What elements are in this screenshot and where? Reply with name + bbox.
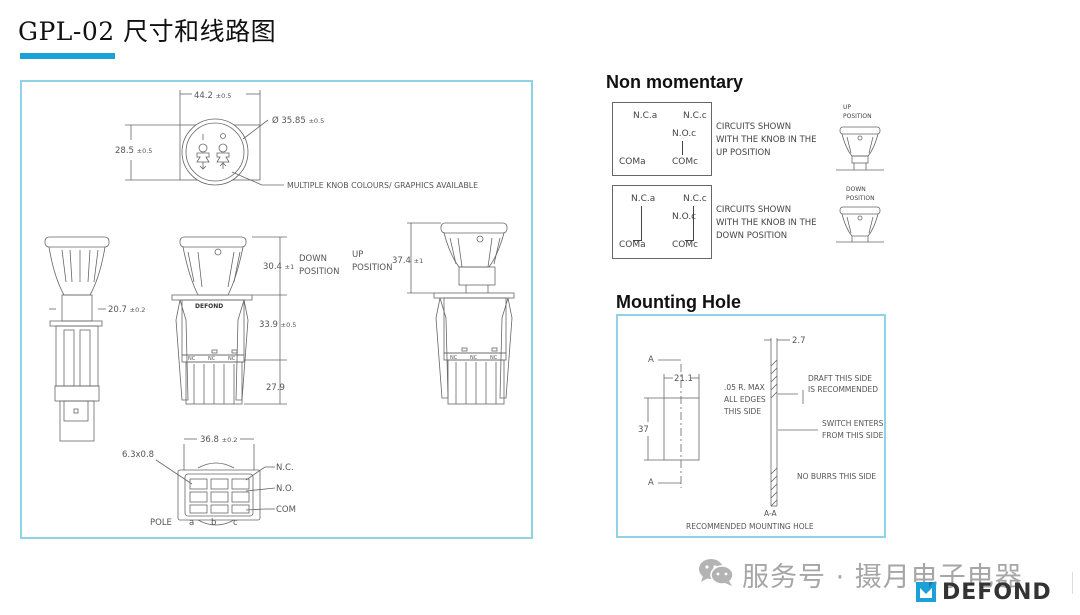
draft-note-2: IS RECOMMENDED [808,385,878,394]
side-view [44,236,110,442]
wechat-icon [699,559,734,586]
front-terminal-label: NC [188,356,196,362]
circuit-diagram-down: N.C.a N.C.c N.O.c COMa COMc [612,185,712,259]
circuit-diagram-up: N.C.a N.C.c N.O.c COMa COMc [612,102,712,176]
terminal-height-dim: 27.9 [266,383,285,393]
edge-divider [1072,572,1073,594]
page-title: GPL-02 尺寸和线路图 [18,17,277,46]
pole-label: POLE [150,518,172,528]
row-label-com: COM [276,505,296,515]
hole-width-dim: 21.1 [674,374,693,384]
side-width-dim: 20.7 ±0.2 [108,305,145,315]
burr-note: NO BURRS THIS SIDE [797,472,876,481]
enter-note-2: FROM THIS SIDE [822,431,884,440]
up-position-label-2: POSITION [352,263,392,273]
front-brand-mark: DEFOND [195,303,223,310]
up-position-caption: UP POSITION [843,104,872,120]
up-terminal-label: NC [490,355,498,361]
hole-height-dim: 37 [638,425,649,435]
non-momentary-title: Non momentary [606,72,744,92]
watermark-text: 服务号 · 摄月电子电器 [742,562,1023,593]
section-label: A-A [764,509,778,518]
label-nca: N.C.a [631,194,656,204]
pole-b: b [211,518,216,528]
dimension-drawing: 44.2 ±0.5 28.5 ±0.5 Ø 35.85 ±0.5 MULTIPL… [44,90,515,528]
label-coma: COMa [619,240,646,250]
up-terminal-label: NC [450,355,458,361]
section-marker-bottom: A [648,478,654,488]
contact-line-a [641,206,642,240]
defond-logo-mark-icon [916,582,936,602]
section-marker-top: A [648,355,654,365]
mounting-caption: RECOMMENDED MOUNTING HOLE [686,522,814,531]
dimension-drawing-panel: 44.2 ±0.5 28.5 ±0.5 Ø 35.85 ±0.5 MULTIPL… [20,80,533,539]
up-position-view [407,222,515,405]
contact-line-a-base [633,240,642,241]
edge-note-1: .05 R. MAX [724,383,765,392]
contact-line-c-base [685,240,694,241]
label-ncc: N.C.c [683,111,707,121]
edge-note-2: ALL EDGES [724,395,766,404]
thickness-dim: 2.7 [792,336,806,346]
pole-c: c [233,518,238,528]
front-terminal-label: NC [228,356,236,362]
up-terminal-label: NC [470,355,478,361]
circuit-note-down: CIRCUITS SHOWN WITH THE KNOB IN THE DOWN… [716,205,817,241]
label-nca: N.C.a [633,111,658,121]
knob-down-icon [836,206,884,243]
diameter-dim: Ø 35.85 ±0.5 [272,115,324,126]
title-underline [20,53,115,59]
body-height-dim: 33.9 ±0.5 [259,320,296,330]
knob-note: MULTIPLE KNOB COLOURS/ GRAPHICS AVAILABL… [287,181,478,190]
brand-name: DEFOND [942,579,1052,605]
mounting-hole-drawing: A A 21.1 37 2.7 .05 R. MAX ALL EDGES THI… [638,336,884,531]
mounting-hole-title: Mounting Hole [616,292,741,312]
knob-up-icon [836,126,884,171]
top-width-dim: 44.2 ±0.5 [194,91,231,101]
contact-line-c [693,206,694,240]
front-terminal-label: NC [208,356,216,362]
label-noc: N.O.c [672,129,697,139]
knob-height-dim: 30.4 ±1 [263,262,294,272]
label-noc: N.O.c [672,212,697,222]
down-position-label-1: DOWN [299,254,327,264]
label-comc: COMc [672,240,699,250]
row-label-nc: N.C. [276,463,294,473]
defond-logo: DEFOND [916,579,1052,605]
down-position-label-2: POSITION [299,267,339,277]
edge-note-3: THIS SIDE [723,407,761,416]
terminal-size-label: 6.3x0.8 [122,450,154,460]
up-position-label-1: UP [352,250,363,260]
label-coma: COMa [619,157,646,167]
top-view [125,90,284,186]
contact-line [682,141,683,155]
down-position-caption: DOWN POSITION [846,186,875,202]
mounting-hole-panel: A A 21.1 37 2.7 .05 R. MAX ALL EDGES THI… [616,314,886,538]
bottom-width-dim: 36.8 ±0.2 [200,435,237,445]
pole-a: a [189,518,194,528]
circuit-note-up: CIRCUITS SHOWN WITH THE KNOB IN THE UP P… [716,122,817,158]
top-height-dim: 28.5 ±0.5 [115,146,152,156]
up-height-dim: 37.4 ±1 [392,256,423,266]
label-ncc: N.C.c [683,194,707,204]
row-label-no: N.O. [276,484,294,494]
enter-note-1: SWITCH ENTERS [822,419,884,428]
draft-note-1: DRAFT THIS SIDE [808,374,872,383]
front-view [171,236,287,405]
bottom-view [155,438,276,526]
label-comc: COMc [672,157,699,167]
